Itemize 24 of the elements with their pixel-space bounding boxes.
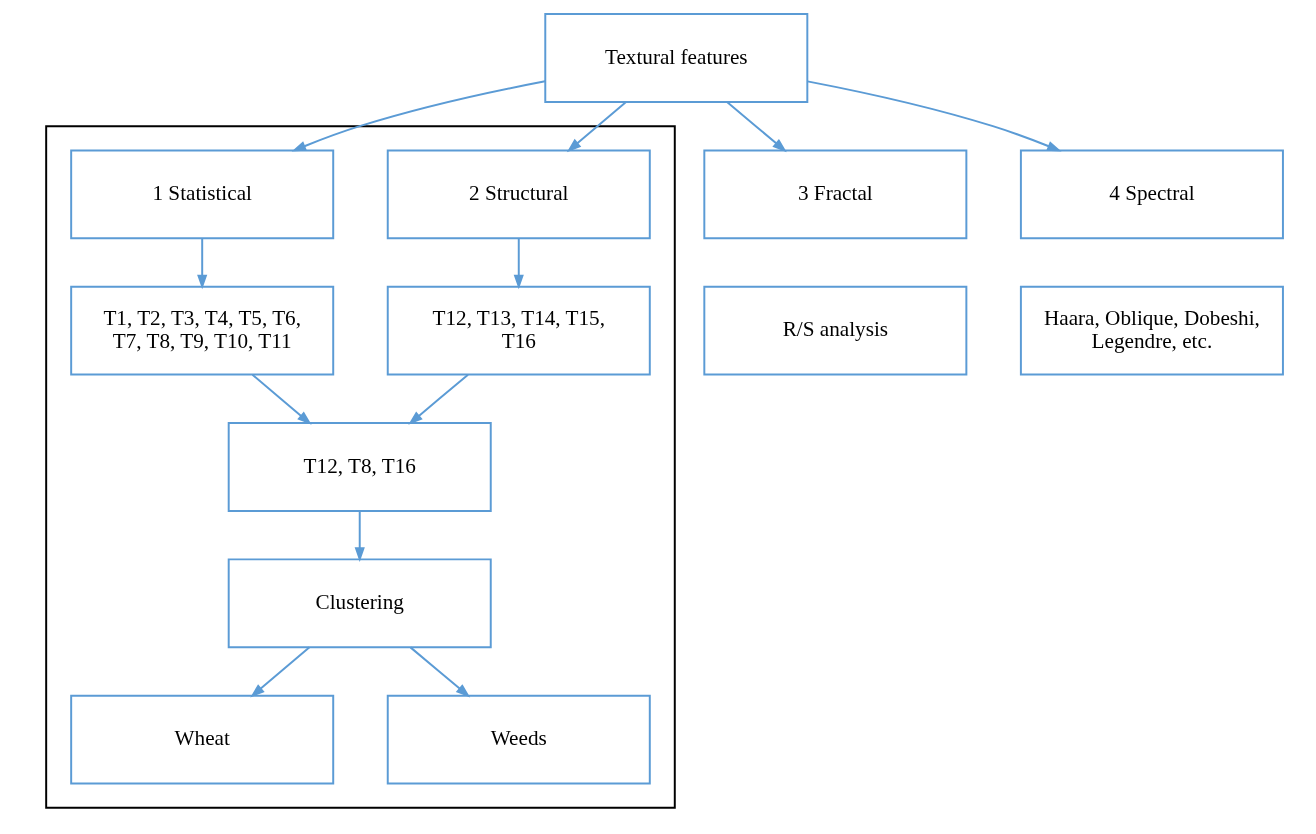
node-box: 4 Spectral xyxy=(1019,149,1284,240)
node-box: R/S analysis xyxy=(702,285,967,376)
node-box: T12, T8, T16 xyxy=(227,422,492,512)
arrow xyxy=(249,646,310,698)
node-box: T1, T2, T3, T4, T5, T6, T7, T8, T9, T10, T11 xyxy=(69,285,334,376)
arrow xyxy=(725,101,787,153)
node-box: 3 Fractal xyxy=(702,149,967,240)
arrow xyxy=(291,80,546,152)
node-box: T12, T13, T14, T15, T16 xyxy=(386,285,651,376)
node-box: 2 Structural xyxy=(386,149,651,240)
arrow xyxy=(196,237,207,290)
arrow xyxy=(409,646,470,698)
node-box: Textural features xyxy=(543,13,808,103)
arrow xyxy=(354,510,365,562)
node-box: Wheat xyxy=(69,694,334,785)
node-box: Weeds xyxy=(386,694,651,785)
node-box: 1 Statistical xyxy=(69,149,334,240)
arrow xyxy=(806,80,1062,152)
arrow xyxy=(251,373,312,425)
arrow xyxy=(513,237,524,290)
node-box: Haara, Oblique, Dobeshi, Legendre, etc. xyxy=(1019,285,1284,376)
cluster xyxy=(44,125,676,809)
arrow xyxy=(407,373,469,425)
node-box: Clustering xyxy=(227,558,492,649)
